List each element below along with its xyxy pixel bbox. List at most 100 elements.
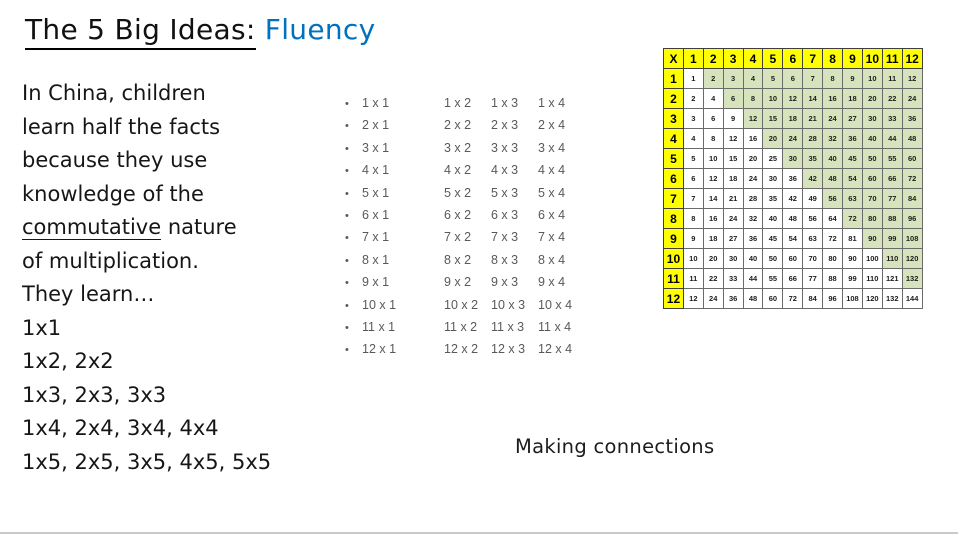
product-cell-shaded: 48 <box>822 168 844 189</box>
fact-item: 1 x 2 <box>444 96 472 110</box>
text-segment: In China, children <box>22 81 206 105</box>
product-cell: 24 <box>722 208 744 229</box>
product-cell-shaded: 36 <box>901 108 923 129</box>
product-cell-shaded: 2 <box>702 68 724 89</box>
product-cell: 9 <box>722 108 744 129</box>
product-cell: 20 <box>702 248 724 269</box>
text-segment: because they use <box>22 148 208 172</box>
product-cell: 36 <box>742 228 764 249</box>
row-header-cell: 12 <box>663 288 684 309</box>
intro-line: They learn… <box>22 278 322 312</box>
product-cell-shaded: 12 <box>742 108 764 129</box>
product-cell: 40 <box>762 208 784 229</box>
product-cell: 70 <box>802 248 824 269</box>
product-cell: 16 <box>702 208 724 229</box>
caption-text: Making connections <box>515 435 715 458</box>
product-cell: 11 <box>682 268 704 289</box>
fact-item: 10 x 1 <box>362 297 397 312</box>
product-cell-shaded: 24 <box>822 108 844 129</box>
product-cell-shaded: 108 <box>901 228 923 249</box>
product-cell-shaded: 24 <box>901 88 923 109</box>
product-cell-shaded: 12 <box>782 88 804 109</box>
intro-line: 1x1 <box>22 312 322 346</box>
product-cell-shaded: 77 <box>881 188 903 209</box>
product-cell-shaded: 72 <box>842 208 863 229</box>
row-header-cell: 7 <box>663 188 684 209</box>
product-cell-shaded: 18 <box>782 108 804 129</box>
product-cell: 12 <box>722 128 744 149</box>
product-cell: 2 <box>682 88 704 109</box>
product-cell-shaded: 63 <box>842 188 863 209</box>
product-cell: 10 <box>682 248 704 269</box>
product-cell-shaded: 88 <box>881 208 903 229</box>
product-cell: 32 <box>742 208 764 229</box>
product-cell: 1 <box>682 68 704 89</box>
product-cell: 22 <box>702 268 724 289</box>
column-header-cell: 1 <box>682 48 704 69</box>
text-segment: learn half the facts <box>22 114 221 139</box>
fact-item: 7 x 3 <box>491 230 519 245</box>
product-cell: 35 <box>762 188 784 209</box>
bullet-icon: • <box>345 232 349 245</box>
fact-item: 8 x 4 <box>538 252 566 267</box>
bullet-icon: • <box>345 277 349 290</box>
intro-line: because they use <box>22 144 322 178</box>
bullet-icon: • <box>345 142 349 155</box>
product-cell: 44 <box>742 268 764 289</box>
product-cell: 16 <box>742 128 764 149</box>
row-header-cell: 9 <box>663 228 684 249</box>
product-cell-shaded: 32 <box>822 128 844 149</box>
product-cell: 54 <box>782 228 804 249</box>
intro-line: In China, children <box>22 77 322 111</box>
product-cell: 7 <box>682 188 704 209</box>
product-cell-shaded: 84 <box>901 188 923 209</box>
product-cell-shaded: 14 <box>802 88 824 109</box>
product-cell: 12 <box>682 288 704 309</box>
product-cell-shaded: 6 <box>782 68 804 89</box>
product-cell: 132 <box>881 288 903 309</box>
product-cell-shaded: 18 <box>842 88 863 109</box>
fact-item: 12 x 3 <box>491 342 526 357</box>
product-cell: 108 <box>842 288 863 309</box>
fact-item: 5 x 4 <box>538 185 566 200</box>
product-cell-shaded: 7 <box>802 68 824 89</box>
fact-item: 11 x 1 <box>362 320 396 335</box>
product-cell-shaded: 80 <box>861 208 883 229</box>
fact-item: 6 x 1 <box>362 208 390 223</box>
bullet-icon: • <box>345 98 349 110</box>
bullet-icon: • <box>345 120 349 133</box>
product-cell: 60 <box>762 288 784 309</box>
fact-item: 3 x 2 <box>444 140 472 155</box>
product-cell: 24 <box>742 168 764 189</box>
product-cell-shaded: 55 <box>881 148 903 169</box>
product-cell: 60 <box>782 248 804 269</box>
product-cell-shaded: 72 <box>901 168 923 189</box>
product-cell: 49 <box>802 188 824 209</box>
product-cell: 56 <box>802 208 824 229</box>
product-cell-shaded: 10 <box>861 68 883 89</box>
product-cell-shaded: 33 <box>881 108 903 129</box>
intro-line: 1x2, 2x2 <box>22 345 322 379</box>
product-cell-shaded: 42 <box>802 168 824 189</box>
product-cell: 77 <box>802 268 824 289</box>
product-cell-shaded: 3 <box>722 68 744 89</box>
column-header-cell: 12 <box>901 48 923 69</box>
product-cell-shaded: 28 <box>802 128 824 149</box>
product-cell-shaded: 10 <box>762 88 784 109</box>
text-segment: 1x5, 2x5, 3x5, 4x5, 5x5 <box>22 449 272 474</box>
title-prefix: The 5 Big Ideas: <box>25 13 256 50</box>
intro-text: In China, children learn half the facts be… <box>22 77 322 479</box>
